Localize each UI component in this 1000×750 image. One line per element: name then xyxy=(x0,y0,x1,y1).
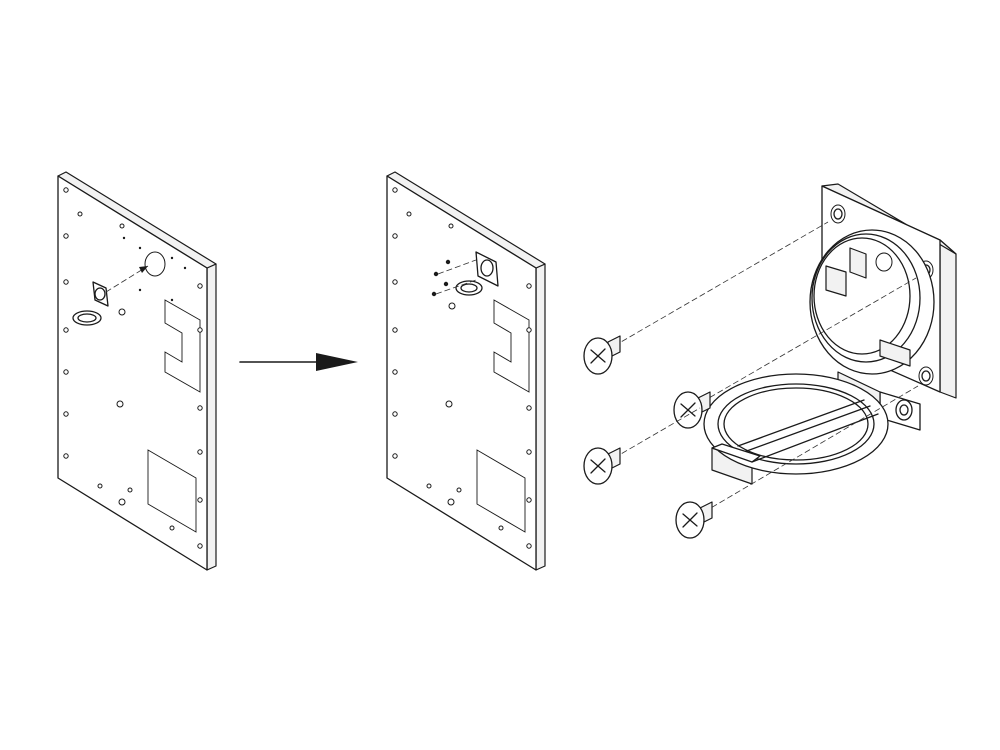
flange-hole-1 xyxy=(830,204,846,224)
panel-step-1 xyxy=(57,171,217,571)
panel-step-2 xyxy=(386,171,546,571)
connector-small-2 xyxy=(448,251,499,310)
screw-3 xyxy=(583,407,701,485)
mounting-holes xyxy=(63,187,203,549)
connector-small-1 xyxy=(72,281,126,326)
flip-cover xyxy=(703,373,889,485)
screws-small xyxy=(431,259,477,297)
step-arrow xyxy=(239,353,358,371)
exploded-detail xyxy=(583,183,957,539)
mounting-holes-2 xyxy=(392,187,532,549)
screw-4 xyxy=(675,385,919,539)
panel-opening xyxy=(144,251,166,277)
screw-1 xyxy=(583,221,829,375)
flange-hole-3 xyxy=(918,366,934,386)
